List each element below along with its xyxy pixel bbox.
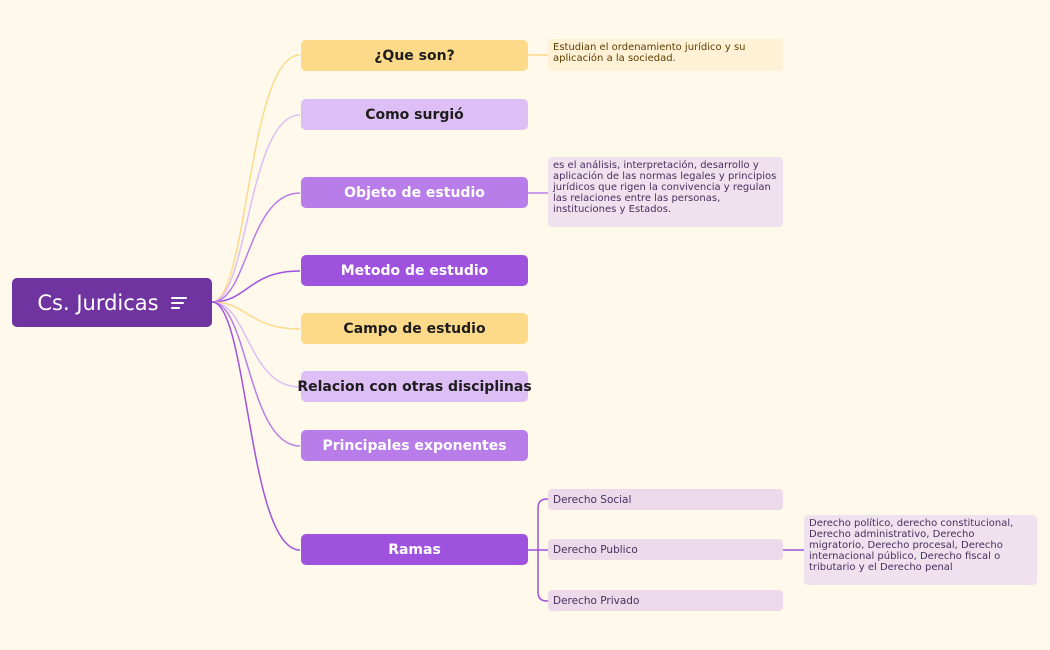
branch-campo-de-estudio[interactable]: Campo de estudio [301,313,528,344]
connector-campo [211,301,301,330]
branch-relacion-con-otras-disciplinas[interactable]: Relacion con otras disciplinas [297,371,532,402]
sub-label: Derecho Social [553,493,632,506]
note-text: Estudian el ordenamiento jurídico y su a… [553,42,746,64]
branch-label: ¿Que son? [374,47,455,64]
sub-derecho-social[interactable]: Derecho Social [548,489,783,510]
connector-como-surgio [211,114,301,303]
branch-label: Relacion con otras disciplinas [297,378,532,395]
branch-como-surgio[interactable]: Como surgió [301,99,528,130]
note-text: Derecho político, derecho constitucional… [809,518,1014,573]
branch-label: Metodo de estudio [340,262,489,279]
sub-label: Derecho Publico [553,543,638,556]
menu-lines-icon[interactable] [170,294,187,312]
branch-label: Objeto de estudio [344,184,485,201]
branch-label: Ramas [388,541,441,558]
note-derecho-publico[interactable]: Derecho político, derecho constitucional… [804,515,1037,585]
branch-ramas[interactable]: Ramas [301,534,528,565]
branch-metodo-de-estudio[interactable]: Metodo de estudio [301,255,528,286]
branch-que-son[interactable]: ¿Que son? [301,40,528,71]
connector-exponentes [211,301,301,447]
root-title: Cs. Jurdicas [37,290,159,315]
connector-metodo [211,270,301,303]
branch-label: Como surgió [365,106,464,123]
branch-label: Principales exponentes [322,437,507,454]
sub-derecho-publico[interactable]: Derecho Publico [548,539,783,560]
note-que-son[interactable]: Estudian el ordenamiento jurídico y su a… [548,39,783,71]
note-text: es el análisis, interpretación, desarrol… [553,160,777,215]
branch-label: Campo de estudio [343,320,486,337]
connector-objeto [211,192,301,303]
branch-objeto-de-estudio[interactable]: Objeto de estudio [301,177,528,208]
connector-ramas-bracket [528,498,549,602]
connector-relacion [211,301,301,388]
note-objeto-de-estudio[interactable]: es el análisis, interpretación, desarrol… [548,157,783,227]
sub-label: Derecho Privado [553,594,640,607]
sub-derecho-privado[interactable]: Derecho Privado [548,590,783,611]
connector-que-son [211,54,301,303]
connector-ramas [211,301,301,551]
root-node[interactable]: Cs. Jurdicas [12,278,212,327]
branch-principales-exponentes[interactable]: Principales exponentes [301,430,528,461]
